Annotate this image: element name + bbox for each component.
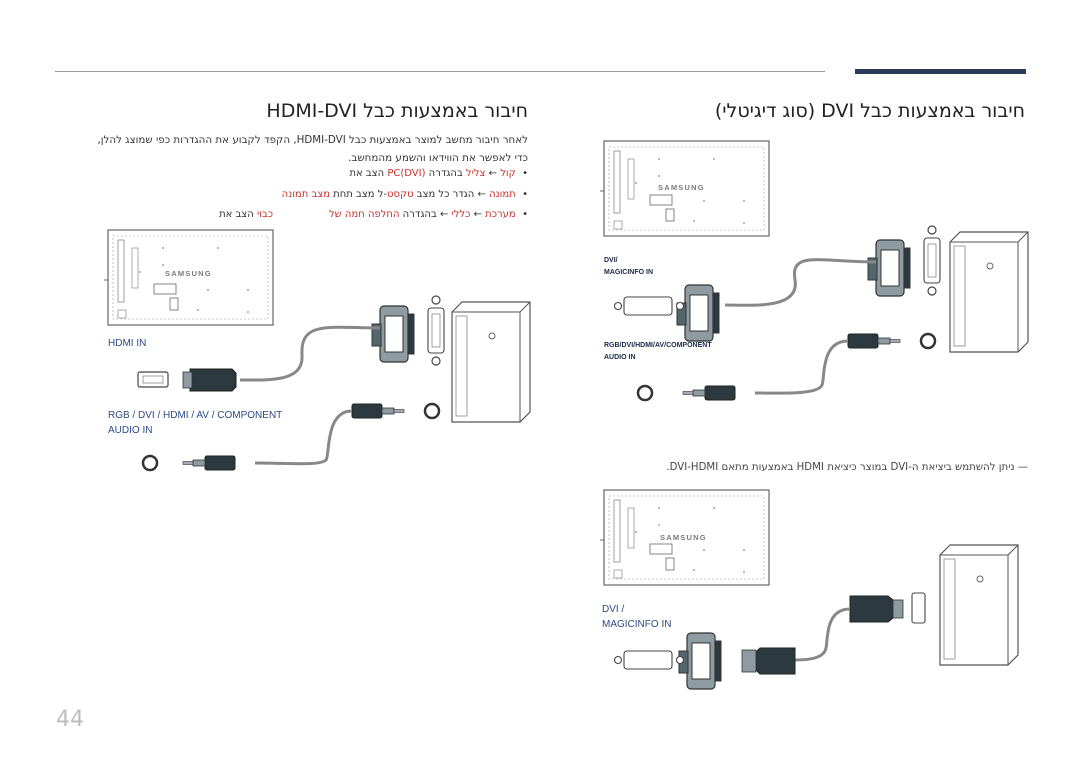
rgb-audio-label-line1: RGB / DVI / HDMI / AV / COMPONENT (108, 410, 282, 421)
settings-bullet-sound: • קול ← צליל בהגדרה PC(DVI) הצב את (349, 168, 528, 179)
rgb-audio-label-line2: AUDIO IN (108, 425, 152, 436)
header-rule (55, 71, 825, 72)
settings-bullet-picture: • תמונה ← הגדר כל מצב טקסט-ל מצב תחת מצב… (281, 189, 528, 200)
monitor-brand: SAMSUNG (165, 269, 212, 278)
header-accent-bar (855, 69, 1026, 74)
adapter-note: — ניתן להשתמש ביציאת ה-DVI במוצר כיציאת … (666, 462, 1028, 473)
hdmi-in-label: HDMI IN (108, 338, 146, 349)
dvi-magicinfo-label-line1: DVI / (602, 604, 624, 615)
monitor-brand: SAMSUNG (660, 533, 707, 542)
svg-text:AUDIO IN: AUDIO IN (604, 354, 636, 361)
settings-bullet-hotplug-off: כבוי הצב את (219, 209, 273, 220)
section-title-dvi: חיבור באמצעות כבל DVI (סוג דיגיטלי) (714, 100, 1025, 122)
intro-paragraph: לאחר חיבור מחשב למוצר באמצעות כבל HDMI-D… (97, 134, 528, 164)
svg-text:MAGICINFO IN: MAGICINFO IN (604, 269, 653, 276)
monitor-brand: SAMSUNG (658, 183, 705, 192)
diagram-hdmi-dvi: SAMSUNG HDMI IN RGB / DVI / HDMI / AV / … (103, 229, 531, 472)
diagram-dvi: SAMSUNG DVI/ MAGICINFO IN RGB/DVI/HDMI/A… (599, 140, 1029, 402)
diagram-dvi-hdmi-adapter: SAMSUNG DVI / MAGICINFO IN (599, 489, 1019, 690)
settings-bullet-hotplug: • מערכת ← כללי ← בהגדרה החלפה חמה של (328, 209, 528, 220)
svg-text:DVI/: DVI/ (604, 257, 618, 264)
dvi-magicinfo-label-line2: MAGICINFO IN (602, 619, 671, 630)
svg-text:RGB/DVI/HDMI/AV/COMPONENT: RGB/DVI/HDMI/AV/COMPONENT (604, 342, 712, 349)
page-number: 44 (56, 707, 84, 732)
section-title-hdmi-dvi: חיבור באמצעות כבל HDMI-DVI (266, 100, 528, 122)
